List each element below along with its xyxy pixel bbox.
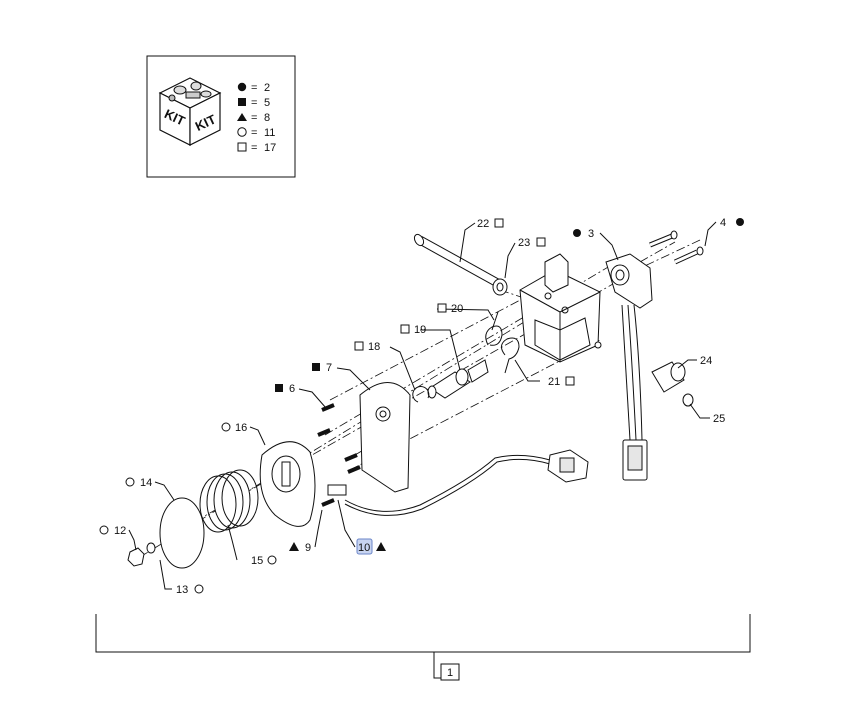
kit-box-icon: KIT KIT <box>158 77 222 146</box>
callout-14[interactable]: 14 <box>140 477 152 489</box>
kit-legend-rows: = 2 = 5 = 8 = 11 = 17 <box>237 82 276 154</box>
filled-triangle-icon <box>289 542 299 551</box>
sensor-part <box>605 253 653 481</box>
open-circle-icon <box>221 422 231 432</box>
filled-square-icon <box>275 384 283 392</box>
callout-25[interactable]: 25 <box>713 413 725 425</box>
small-screw-part <box>317 403 361 507</box>
plate-part <box>359 382 411 493</box>
filled-circle-icon <box>736 218 744 226</box>
open-square-icon <box>437 303 447 313</box>
bracket-housing-part <box>519 253 602 363</box>
filled-circle-icon <box>237 82 247 92</box>
legend-count: 5 <box>264 97 270 109</box>
bushing-part <box>651 361 694 407</box>
open-square-icon <box>400 324 410 334</box>
filled-triangle-icon <box>376 542 386 551</box>
legend-count: 2 <box>264 82 270 94</box>
open-square-icon <box>536 237 546 247</box>
callout-16[interactable]: 16 <box>235 422 247 434</box>
callout-4[interactable]: 4 <box>720 217 726 229</box>
switch-part <box>327 449 589 516</box>
callout-13[interactable]: 13 <box>176 584 188 596</box>
open-square-icon <box>494 218 504 228</box>
open-circle-icon <box>99 525 109 535</box>
callout-6[interactable]: 6 <box>289 383 295 395</box>
open-circle-icon <box>237 127 247 137</box>
pin-part <box>413 233 506 290</box>
clip-part <box>412 386 430 403</box>
screw-part <box>649 230 704 265</box>
assembly-bracket: 1 <box>95 614 751 681</box>
callout-15[interactable]: 15 <box>251 555 263 567</box>
open-square-icon <box>565 376 575 386</box>
callout-22[interactable]: 22 <box>477 218 489 230</box>
callout-21[interactable]: 21 <box>548 376 560 388</box>
callout-3[interactable]: 3 <box>588 228 594 240</box>
legend-count: 8 <box>264 112 270 124</box>
open-circle-icon <box>267 555 277 565</box>
legend-eq: = <box>251 82 257 94</box>
callout-1[interactable]: 1 <box>447 667 453 679</box>
legend-eq: = <box>251 142 257 154</box>
callout-20[interactable]: 20 <box>451 303 463 315</box>
open-square-icon <box>237 142 247 152</box>
legend-eq: = <box>251 127 257 139</box>
disc-part <box>159 497 205 569</box>
washer-part <box>492 278 508 296</box>
callout-1-box <box>440 663 460 681</box>
callout-10[interactable]: 10 <box>358 542 370 554</box>
filled-triangle-icon <box>237 113 247 121</box>
filled-square-icon <box>312 363 320 371</box>
legend-count: 11 <box>264 127 275 139</box>
callout-7[interactable]: 7 <box>326 362 332 374</box>
callout-24[interactable]: 24 <box>700 355 712 367</box>
open-circle-icon <box>194 584 204 594</box>
filled-circle-icon <box>573 229 581 237</box>
callout-10-highlight <box>356 538 373 555</box>
filled-square-icon <box>238 98 246 106</box>
legend-eq: = <box>251 97 257 109</box>
callout-9[interactable]: 9 <box>305 542 311 554</box>
legend-count: 17 <box>264 142 276 154</box>
open-square-icon <box>354 341 364 351</box>
callout-12[interactable]: 12 <box>114 525 126 537</box>
callout-leaders <box>128 221 717 590</box>
callout-23[interactable]: 23 <box>518 237 530 249</box>
open-circle-icon <box>125 477 135 487</box>
nut-washer-part <box>127 542 156 567</box>
callout-18[interactable]: 18 <box>368 341 380 353</box>
legend-eq: = <box>251 112 257 124</box>
kit-legend: KIT KIT = 2 = 5 = 8 = 11 = 17 <box>146 55 296 178</box>
cam-part <box>259 441 316 527</box>
spring-part <box>485 311 520 374</box>
shaft-part <box>427 359 489 399</box>
callout-19[interactable]: 19 <box>414 324 426 336</box>
coil-spring-part <box>199 469 259 533</box>
callout-labels: 22 23 3 4 20 19 18 7 6 21 24 25 16 <box>99 217 744 596</box>
